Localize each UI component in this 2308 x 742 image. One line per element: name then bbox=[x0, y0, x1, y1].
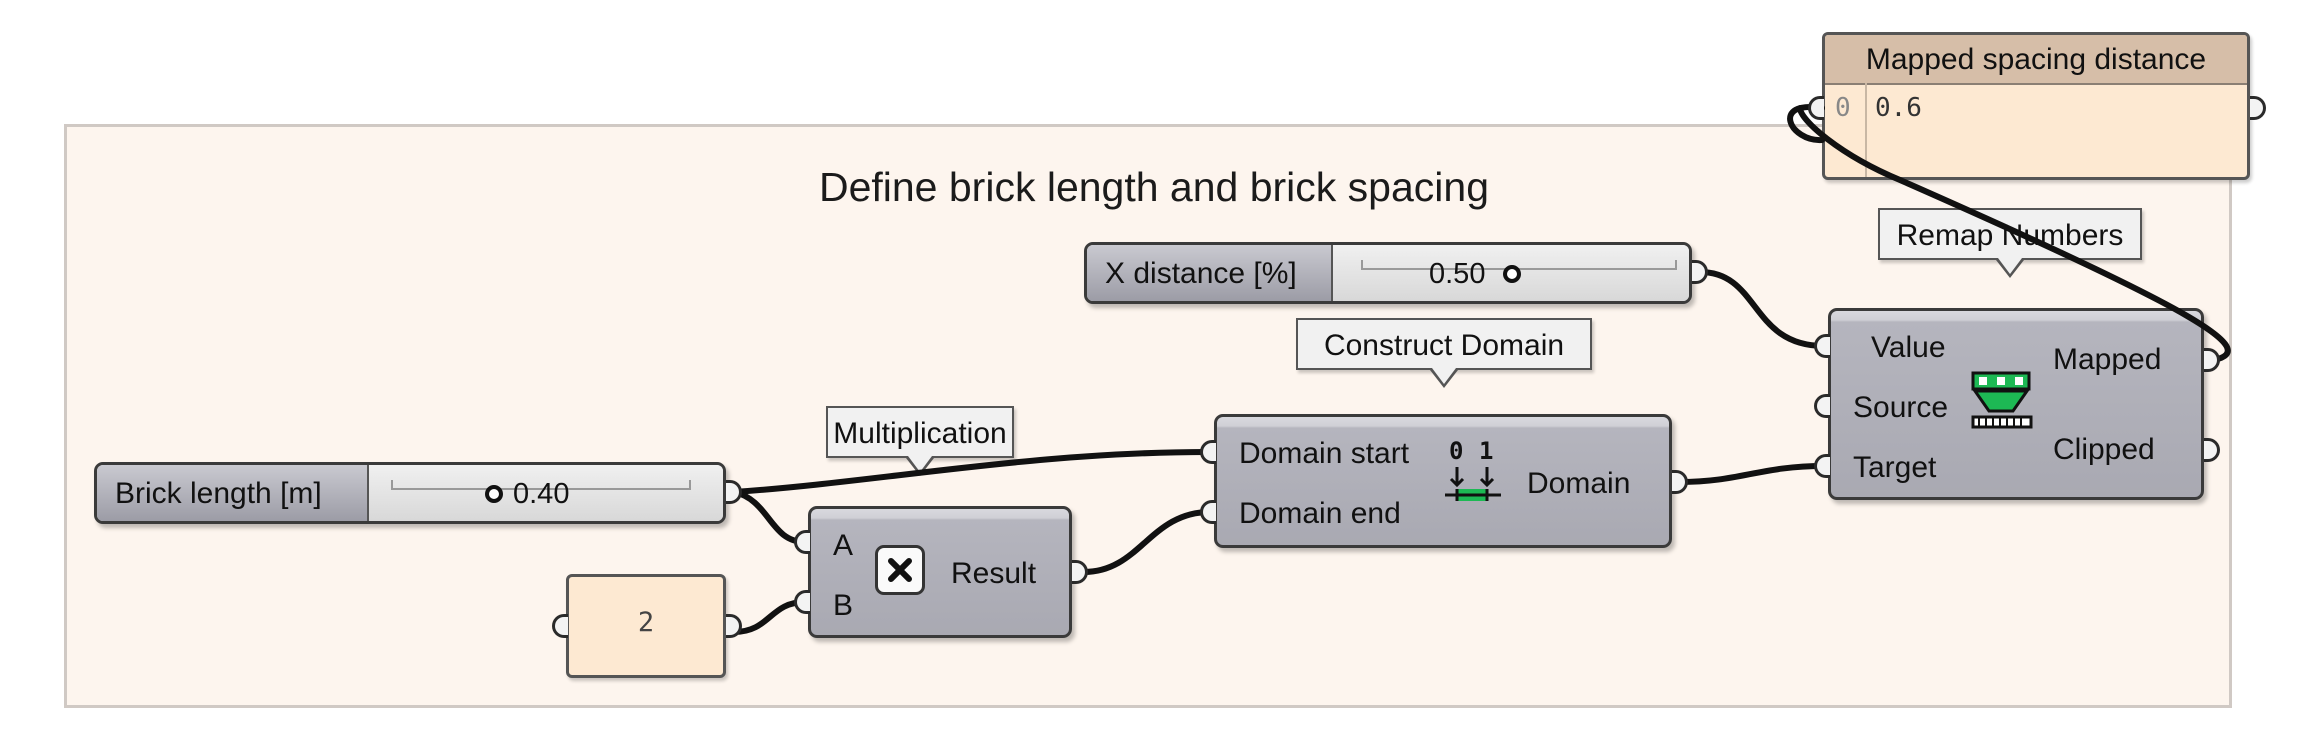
slider-name: X distance [%] bbox=[1087, 245, 1333, 301]
panel-value: 0.6 bbox=[1875, 93, 1922, 123]
tooltip-multiplication: Multiplication bbox=[826, 406, 1014, 476]
tooltip-construct-domain: Construct Domain bbox=[1296, 318, 1592, 388]
multiply-icon bbox=[875, 545, 925, 595]
slider-knob[interactable] bbox=[485, 485, 503, 503]
domain-start-label: Domain start bbox=[1239, 437, 1410, 470]
remap-numbers-component[interactable]: Value Source Target Mapped Clipped bbox=[1828, 308, 2204, 500]
domain-output-label: Domain bbox=[1527, 467, 1631, 500]
tooltip-remap-numbers: Remap Numbers bbox=[1878, 208, 2142, 278]
remap-source-grip[interactable] bbox=[1814, 394, 1830, 418]
slider-value: 0.50 bbox=[1429, 258, 1486, 290]
group-title: Define brick length and brick spacing bbox=[818, 164, 1490, 210]
brick-length-slider[interactable]: Brick length [m] 0.40 bbox=[94, 462, 726, 524]
multiplication-component[interactable]: A B Result bbox=[808, 506, 1072, 638]
domain-end-label: Domain end bbox=[1239, 497, 1401, 530]
mapped-output-label: Mapped bbox=[2053, 343, 2162, 376]
slider-track[interactable]: 0.50 bbox=[1333, 245, 1689, 301]
panel-input-grip[interactable] bbox=[1808, 96, 1824, 120]
result-label: Result bbox=[951, 557, 1037, 590]
clipped-output-label: Clipped bbox=[2053, 433, 2155, 466]
source-input-label: Source bbox=[1853, 391, 1949, 424]
slider-value: 0.40 bbox=[513, 478, 570, 510]
slider-knob[interactable] bbox=[1503, 265, 1521, 283]
domain-icon: 0 1 bbox=[1441, 437, 1505, 515]
number-box-input-grip[interactable] bbox=[552, 614, 568, 638]
remap-clipped-grip[interactable] bbox=[2204, 438, 2220, 462]
number-box[interactable]: 2 bbox=[566, 574, 726, 678]
slider-rail bbox=[391, 480, 691, 490]
panel-index-column: 0 bbox=[1825, 83, 1867, 177]
remap-funnel-icon bbox=[1969, 369, 2035, 439]
value-input-label: Value bbox=[1871, 331, 1946, 364]
construct-domain-component[interactable]: Domain start Domain end 0 1 Domain bbox=[1214, 414, 1672, 548]
input-b-label: B bbox=[833, 589, 854, 622]
x-distance-slider[interactable]: X distance [%] 0.50 bbox=[1084, 242, 1692, 304]
input-a-label: A bbox=[833, 529, 854, 562]
mapped-spacing-panel[interactable]: Mapped spacing distance 0 0.6 bbox=[1822, 32, 2250, 180]
slider-track[interactable]: 0.40 bbox=[369, 465, 723, 521]
panel-output-grip[interactable] bbox=[2250, 96, 2266, 120]
target-input-label: Target bbox=[1853, 451, 1937, 484]
panel-header: Mapped spacing distance bbox=[1825, 35, 2247, 85]
slider-name: Brick length [m] bbox=[97, 465, 369, 521]
